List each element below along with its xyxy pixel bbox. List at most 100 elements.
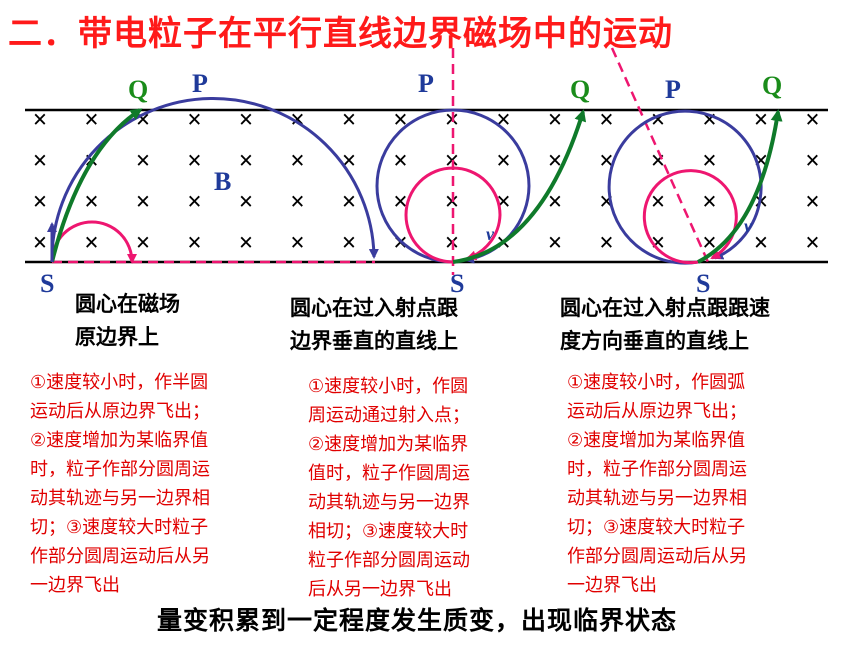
case3-label-s: S — [696, 269, 710, 298]
field-cross-mark: × — [33, 228, 48, 257]
case2-desc-line: 值时，粒子作圆周运 — [308, 463, 470, 484]
field-cross-mark: × — [239, 146, 254, 175]
case3-label-p: P — [665, 75, 681, 104]
field-cross-mark: × — [239, 187, 254, 216]
case2-desc-line: ②速度增加为某临界 — [308, 434, 469, 455]
field-cross-mark: × — [290, 228, 305, 257]
field-cross-mark: × — [548, 105, 563, 134]
case3-desc-line: 动其轨迹与另一边界相 — [567, 488, 747, 509]
field-cross-mark: × — [754, 105, 769, 134]
field-cross-mark: × — [84, 228, 99, 257]
field-cross-mark: × — [187, 187, 202, 216]
case2-exit-track — [452, 109, 587, 264]
case3-desc-line: 时，粒子作部分圆周运 — [567, 459, 747, 480]
field-cross-mark: × — [84, 187, 99, 216]
case2-heading: 圆心在过入射点跟 边界垂直的直线上 — [290, 292, 458, 358]
case2-heading-line: 圆心在过入射点跟 — [290, 296, 458, 320]
field-cross-mark: × — [754, 228, 769, 257]
case1-label-b: B — [214, 167, 231, 196]
case3-label-q-right: Q — [762, 71, 782, 100]
field-cross-mark: × — [393, 187, 408, 216]
case3-desc-line: 切；③速度较大时粒子 — [567, 517, 746, 538]
field-cross-mark: × — [651, 187, 666, 216]
case2-label-v: v — [486, 224, 495, 244]
field-cross-grid: × × × × × × × × × × × × × × × × × × × × × × × × × × × × × × × × × × × × × × × ×… — [33, 105, 820, 257]
field-cross-mark: × — [239, 228, 254, 257]
field-cross-mark: × — [805, 146, 820, 175]
case3-small-circle-track — [642, 169, 738, 265]
case2-desc-line: 动其轨迹与另一边界 — [308, 492, 470, 513]
case1-tangent-semicircle-track — [50, 97, 379, 263]
page-title: 二．带电粒子在平行直线边界磁场中的运动 — [8, 14, 673, 54]
case3-desc-line: 作部分圆周运动后从另 — [567, 546, 747, 567]
field-cross-mark: × — [548, 187, 563, 216]
field-cross-mark: × — [290, 146, 305, 175]
case2-tangent-circle-track — [375, 108, 531, 264]
case1-description: ①速度较小时，作半圆 运动后从原边界飞出； ②速度增加为某临界值 时，粒子作部分… — [30, 368, 280, 600]
field-cross-mark: × — [136, 228, 151, 257]
case1-desc-line: 切；③速度较大时粒子 — [30, 517, 209, 538]
field-cross-mark: × — [239, 105, 254, 134]
case1-desc-line: 动其轨迹与另一边界相 — [30, 488, 210, 509]
field-cross-mark: × — [702, 105, 717, 134]
case2-description: ①速度较小时，作圆 周运动通过射入点； ②速度增加为某临界 值时，粒子作圆周运 … — [308, 372, 538, 604]
case2-desc-line: 周运动通过射入点； — [308, 405, 470, 426]
case3-desc-line: ①速度较小时，作圆弧 — [567, 372, 746, 393]
case1-exit-track — [50, 108, 143, 263]
field-cross-mark: × — [702, 187, 717, 216]
field-cross-mark: × — [702, 228, 717, 257]
field-cross-mark: × — [136, 187, 151, 216]
case3-tangent-circle-track — [607, 109, 763, 265]
field-cross-mark: × — [187, 228, 202, 257]
field-cross-mark: × — [651, 146, 666, 175]
case3-label-q-left: Q — [570, 75, 590, 104]
case3-desc-line: ②速度增加为某临界值 — [567, 430, 746, 451]
case2-heading-line: 边界垂直的直线上 — [290, 329, 458, 353]
field-cross-mark: × — [599, 105, 614, 134]
case1-desc-line: ①速度较小时，作半圆 — [30, 372, 209, 393]
case3-heading: 圆心在过入射点跟跟速 度方向垂直的直线上 — [560, 292, 770, 358]
case2-desc-line: 相切；③速度较大时 — [308, 521, 469, 542]
field-cross-mark: × — [805, 187, 820, 216]
case1-desc-line: 一边界飞出 — [30, 575, 120, 596]
case2-desc-line: 粒子作部分圆周运动 — [308, 550, 470, 571]
case3-heading-line: 圆心在过入射点跟跟速 — [560, 296, 770, 320]
field-cross-mark: × — [805, 105, 820, 134]
field-cross-mark: × — [136, 146, 151, 175]
field-cross-mark: × — [33, 105, 48, 134]
field-cross-mark: × — [599, 228, 614, 257]
case1-desc-line: 作部分圆周运动后从另 — [30, 546, 210, 567]
case1-label-p: P — [192, 69, 208, 98]
case1-desc-line: ②速度增加为某临界值 — [30, 430, 209, 451]
case1-label-q: Q — [128, 75, 148, 104]
case1-desc-line: 运动后从原边界飞出； — [30, 401, 210, 422]
conclusion-text: 量变积累到一定程度发生质变，出现临界状态 — [157, 606, 678, 635]
field-cross-mark: × — [187, 146, 202, 175]
case2-label-p: P — [418, 69, 434, 98]
case3-exit-track — [697, 109, 783, 264]
field-cross-mark: × — [187, 105, 202, 134]
case3-label-v: v — [744, 216, 753, 236]
field-cross-mark: × — [342, 187, 357, 216]
case3-desc-line: 运动后从原边界飞出； — [567, 401, 747, 422]
field-cross-mark: × — [33, 187, 48, 216]
velocity-normal-dashed-line — [610, 47, 710, 263]
field-cross-mark: × — [33, 146, 48, 175]
field-cross-mark: × — [805, 228, 820, 257]
case2-desc-line: 后从另一边界飞出 — [308, 579, 452, 600]
field-cross-mark: × — [702, 146, 717, 175]
case1-heading-line: 圆心在磁场 — [75, 292, 180, 316]
case3-description: ①速度较小时，作圆弧 运动后从原边界飞出； ②速度增加为某临界值 时，粒子作部分… — [567, 368, 817, 600]
field-cross-mark: × — [342, 228, 357, 257]
field-cross-mark: × — [393, 146, 408, 175]
field-cross-mark: × — [290, 105, 305, 134]
case3-heading-line: 度方向垂直的直线上 — [560, 329, 749, 353]
case1-heading-line: 原边界上 — [75, 325, 159, 349]
case2-label-s: S — [450, 269, 464, 298]
field-cross-mark: × — [651, 228, 666, 257]
case1-label-s: S — [40, 269, 54, 298]
case1-heading: 圆心在磁场 原边界上 — [75, 288, 180, 354]
field-cross-mark: × — [342, 105, 357, 134]
magnetic-field-diagram: × × × × × × × × × × × × × × × × × × × × × × × × × × × × × × × × × × × × × × × ×… — [25, 47, 828, 298]
case3-desc-line: 一边界飞出 — [567, 575, 657, 596]
